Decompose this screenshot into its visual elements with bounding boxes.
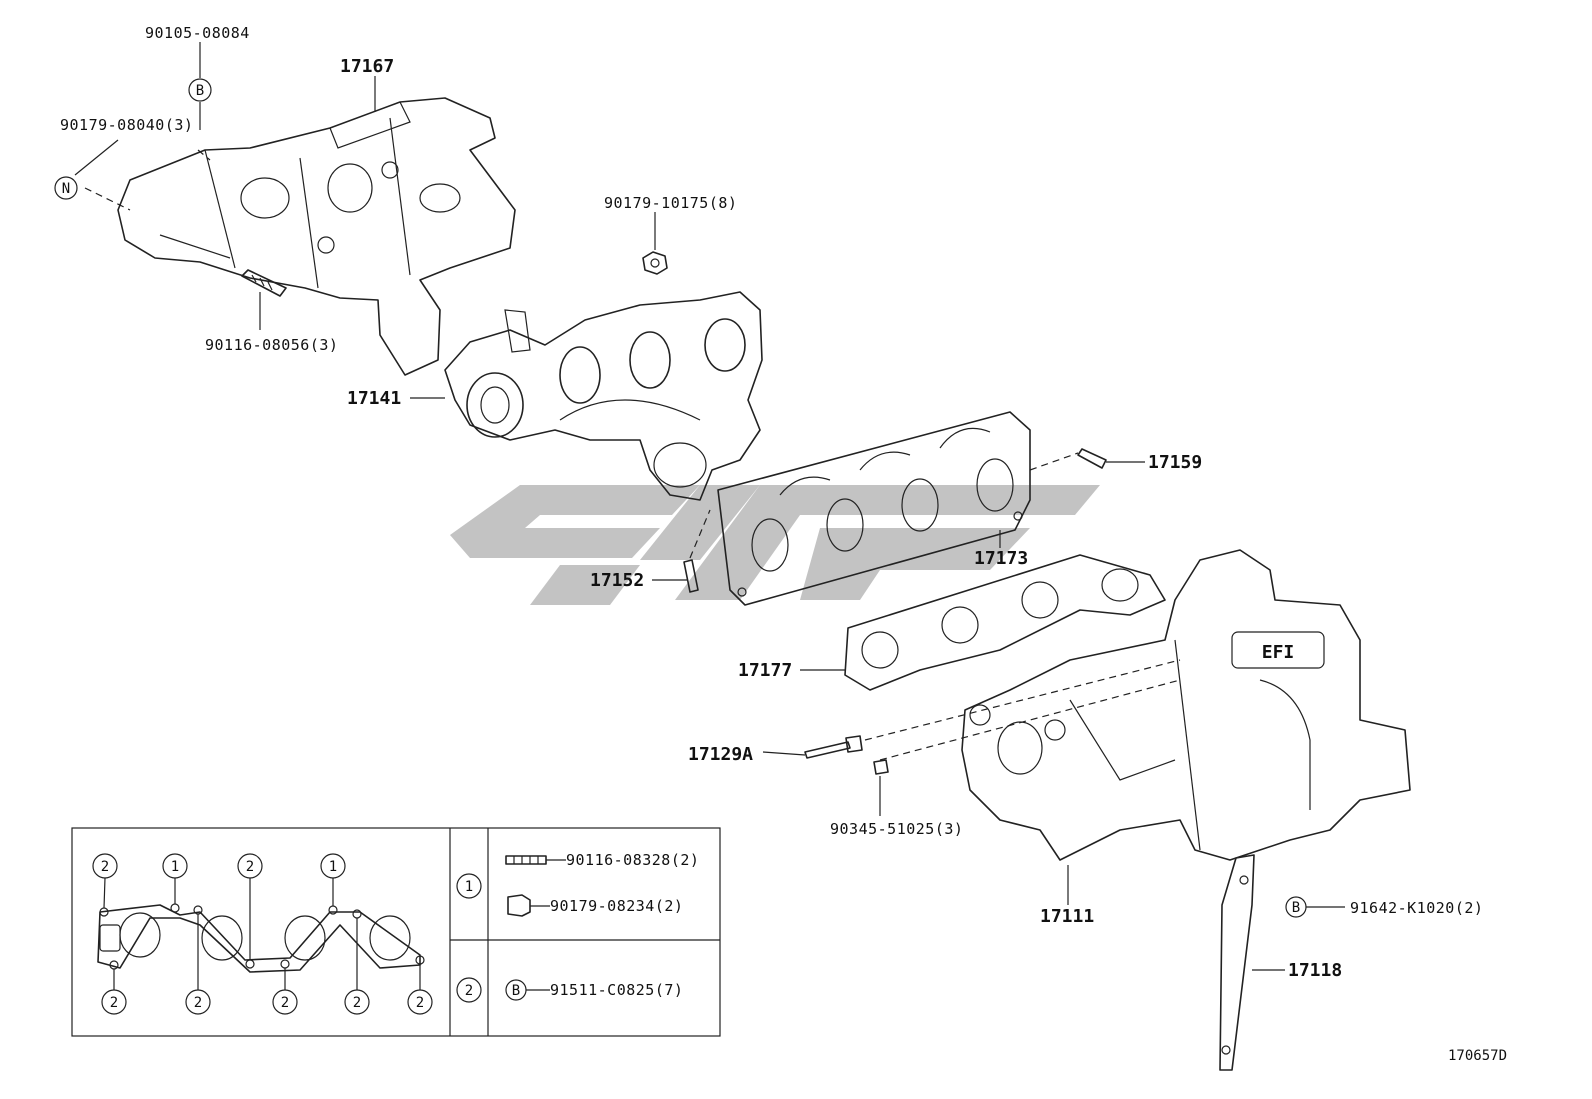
alignment-lines — [84, 149, 1181, 761]
label-17177: 17177 — [738, 660, 792, 681]
svg-text:N: N — [62, 181, 70, 197]
heat-insulator-17167 — [117, 97, 516, 376]
svg-text:1: 1 — [171, 859, 179, 875]
svg-text:2: 2 — [416, 995, 424, 1011]
svg-text:2: 2 — [465, 983, 473, 999]
svg-text:2: 2 — [281, 995, 289, 1011]
marker-n: N — [54, 176, 78, 200]
svg-text:2: 2 — [101, 859, 109, 875]
svg-text:B: B — [196, 83, 204, 99]
reference-code: 170657D — [1448, 1048, 1507, 1064]
label-17173: 17173 — [974, 548, 1028, 569]
gasket-17173 — [717, 411, 1031, 606]
part-labels: 90105-08084 17167 90179-08040(3) 90179-1… — [60, 24, 1507, 1064]
label-17167: 17167 — [340, 56, 394, 77]
svg-text:1: 1 — [465, 879, 473, 895]
legend-part-90179-08234: 90179-08234(2) — [550, 897, 683, 915]
bolt-17129A — [804, 735, 863, 759]
marker-b-90105: B — [188, 78, 212, 102]
label-90105-08084: 90105-08084 — [145, 24, 250, 42]
legend-part-91511-C0825: 91511-C0825(7) — [550, 981, 683, 999]
label-90179-08040: 90179-08040(3) — [60, 116, 193, 134]
stay-17118 — [1219, 854, 1255, 1071]
label-90116-08056: 90116-08056(3) — [205, 336, 338, 354]
svg-text:2: 2 — [246, 859, 254, 875]
gasket-17177 — [844, 554, 1166, 691]
label-17118: 17118 — [1288, 960, 1342, 981]
svg-text:1: 1 — [329, 859, 337, 875]
gasket-bolt-legend: 2 1 2 1 2 2 2 2 2 1 2 90116-08328(2) 901… — [71, 827, 721, 1037]
label-17152: 17152 — [590, 570, 644, 591]
legend-part-90116-08328: 90116-08328(2) — [566, 851, 699, 869]
intake-manifold-17111: EFI — [961, 549, 1411, 861]
svg-text:2: 2 — [110, 995, 118, 1011]
label-17159: 17159 — [1148, 452, 1202, 473]
stud-90116-08056 — [241, 269, 287, 297]
label-17111: 17111 — [1040, 906, 1094, 927]
svg-text:2: 2 — [194, 995, 202, 1011]
efi-badge-text: EFI — [1262, 642, 1295, 663]
stud-17159 — [1077, 448, 1107, 469]
nut-90345-51025 — [873, 759, 889, 775]
label-91642-K1020: 91642-K1020(2) — [1350, 899, 1483, 917]
leader-lines — [74, 42, 1345, 971]
svg-text:B: B — [1292, 900, 1300, 916]
stud-17152 — [683, 559, 699, 593]
label-90179-10175: 90179-10175(8) — [604, 194, 737, 212]
svg-text:2: 2 — [353, 995, 361, 1011]
nut-90179-10175 — [642, 251, 668, 275]
label-17141: 17141 — [347, 388, 401, 409]
svg-text:B: B — [512, 983, 520, 999]
watermark-logo — [450, 485, 1100, 605]
label-17129A: 17129A — [688, 744, 753, 765]
marker-b-91642: B — [1285, 896, 1307, 918]
label-90345-51025: 90345-51025(3) — [830, 820, 963, 838]
exhaust-manifold-17141 — [444, 291, 763, 501]
